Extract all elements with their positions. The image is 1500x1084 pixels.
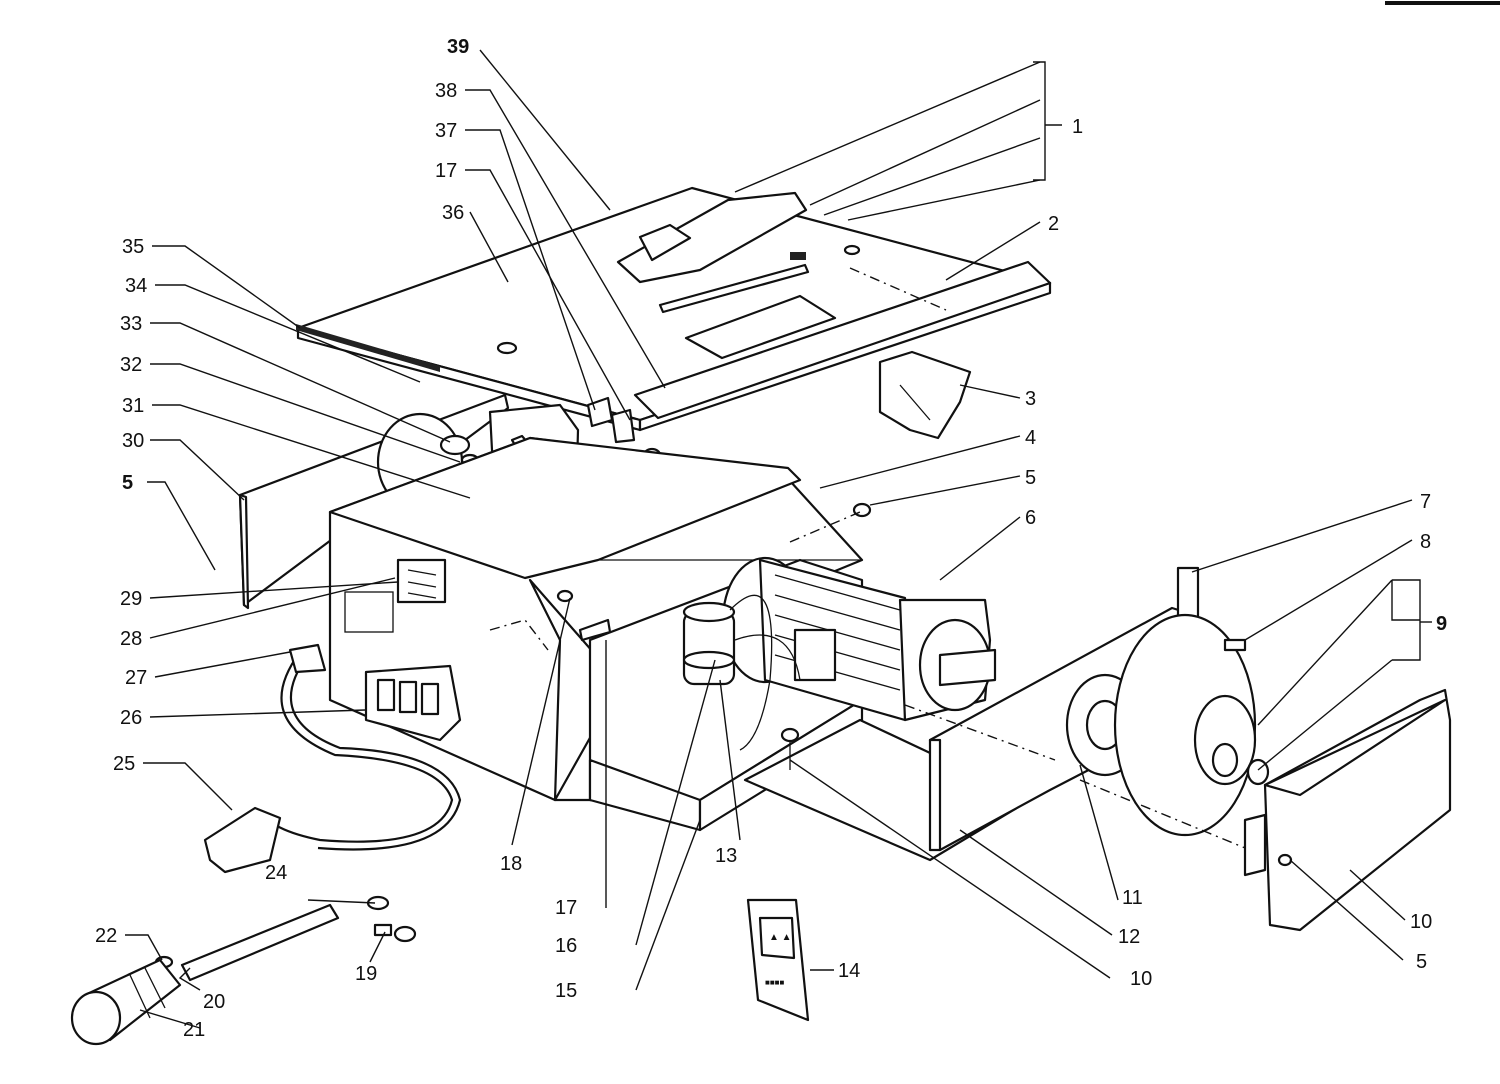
part-label-1: 1 [1072,116,1083,138]
part-label-25: 25 [113,753,135,775]
screw-18 [578,618,612,642]
part-label-5b: 5 [122,472,133,494]
part-label-34: 34 [125,275,147,297]
switch-box [364,664,462,742]
part-label-5d: 5 [1416,951,1427,973]
part-label-2: 2 [1048,213,1059,235]
part-label-11: 11 [1122,887,1143,909]
part-label-37: 37 [435,120,457,142]
blade-cover [1243,688,1452,932]
part-label-21: 21 [183,1019,205,1041]
part-label-36: 36 [442,202,464,224]
part-label-35: 35 [122,236,144,258]
part-label-28: 28 [120,628,142,650]
part-label-38: 38 [435,80,457,102]
part-label-14: 14 [838,960,860,982]
manual-cover-text: ▲ ▲ [769,932,792,943]
blade-flange-assembly [1065,613,1270,851]
part-label-13: 13 [715,845,737,867]
instruction-manual: ▲ ▲ ■■■■ [746,898,810,1022]
part-label-26: 26 [120,707,142,729]
right-bracket [878,350,972,440]
part-label-22: 22 [95,925,117,947]
part-label-20: 20 [203,991,225,1013]
part-label-5a: 5 [1025,467,1036,489]
saw-table-top [296,186,1052,432]
part-label-8: 8 [1420,531,1431,553]
part-label-32: 32 [120,354,142,376]
part-label-30: 30 [122,430,144,452]
cable-end [154,895,417,982]
right-side-panel [904,566,1200,852]
part-label-5c: 10 [1130,968,1152,990]
leader-lines [125,49,1432,1029]
part-label-17a: 17 [435,160,457,182]
part-label-39: 39 [447,36,469,58]
part-label-7: 7 [1420,491,1431,513]
part-label-29: 29 [120,588,142,610]
power-cable [203,643,462,874]
part-label-17b: 17 [555,897,577,919]
part-label-27: 27 [125,667,147,689]
part-label-18: 18 [500,853,522,875]
motor [721,556,997,722]
part-label-15: 15 [555,980,577,1002]
motor-housing [328,436,864,802]
cee-plug [70,958,182,1046]
part-label-24: 24 [265,862,287,884]
part-label-3: 3 [1025,388,1036,410]
part-label-12: 12 [1118,926,1140,948]
part-label-31: 31 [122,395,144,417]
part-label-4: 4 [1025,427,1036,449]
fence-clamp-38 [610,408,636,444]
part-label-33: 33 [120,313,142,335]
part-number-labels: 1 2 3 4 5 6 7 8 9 10 11 12 13 14 15 16 1… [95,36,1447,1041]
part-label-6: 6 [1025,507,1036,529]
manual-body-text: ■■■■ [765,978,784,987]
part-label-16: 16 [555,935,577,957]
part-label-9: 9 [1436,613,1447,635]
part-label-10: 10 [1410,911,1432,933]
part-label-19: 19 [355,963,377,985]
